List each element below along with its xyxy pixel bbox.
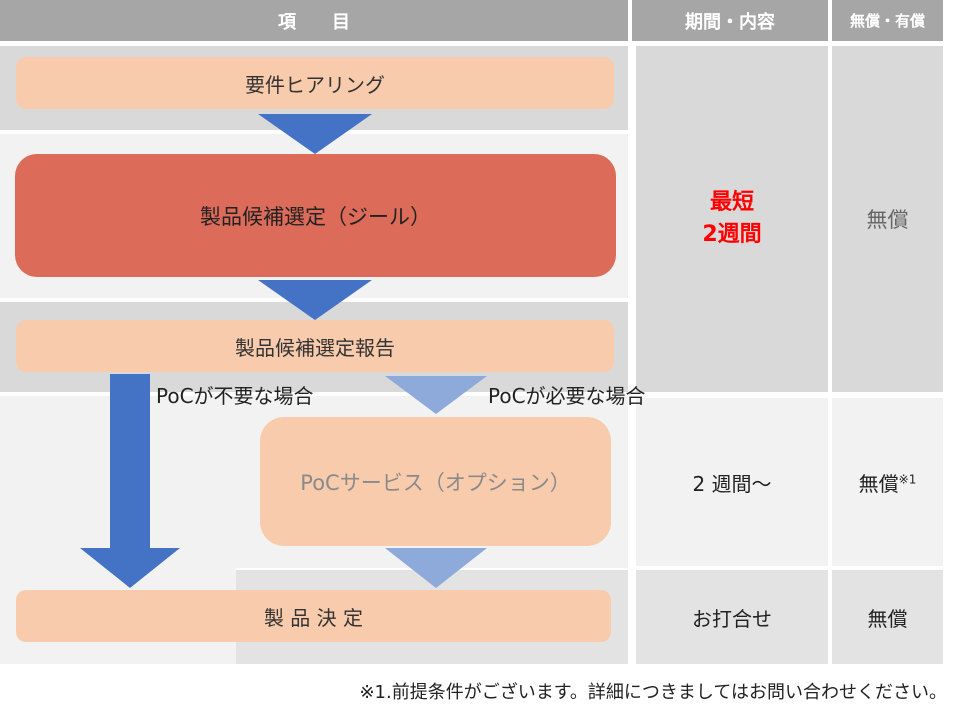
step-hearing: 要件ヒアリング (16, 57, 614, 109)
step-selection: 製品候補選定（ジール） (15, 154, 616, 277)
period-cell-selection: 最短 2週間 (636, 46, 828, 392)
step-report: 製品候補選定報告 (16, 320, 614, 372)
period-decision: お打合せ (692, 606, 772, 631)
fee-poc: 無償 (858, 471, 899, 496)
period-selection-line2: 2週間 (702, 222, 762, 247)
fee-poc-note: ※1 (898, 471, 917, 486)
arrow-no-poc-down (80, 374, 180, 588)
step-poc: PoCサービス（オプション） (260, 417, 611, 546)
step-selection-label: 製品候補選定（ジール） (200, 204, 431, 229)
arrow-poc-to-decision (385, 548, 487, 588)
period-cell-poc: 2 週間〜 (636, 398, 828, 566)
fee-cell-decision: 無償 (832, 570, 943, 664)
header-period-label: 期間・内容 (685, 11, 775, 33)
fee-cell-poc: 無償※1 (832, 398, 943, 566)
fee-cell-selection: 無償 (832, 46, 943, 392)
step-decision: 製 品 決 定 (16, 590, 611, 642)
branch-label-no-poc: PoCが不要な場合 (156, 384, 314, 408)
period-poc: 2 週間〜 (692, 471, 772, 496)
step-poc-label: PoCサービス（オプション） (300, 470, 571, 495)
branch-label-need-poc: PoCが必要な場合 (488, 384, 646, 408)
header-period: 期間・内容 (632, 0, 828, 41)
header-item: 項 目 (0, 0, 628, 41)
header-item-label: 項 目 (278, 11, 350, 33)
fee-selection: 無償 (866, 208, 909, 232)
header-fee: 無償・有償 (832, 0, 943, 41)
step-report-label: 製品候補選定報告 (235, 335, 395, 360)
step-decision-label: 製 品 決 定 (263, 605, 364, 630)
footnote: ※1.前提条件がございます。詳細につきましてはお問い合わせください。 (359, 682, 947, 703)
period-selection-line1: 最短 (709, 190, 754, 215)
fee-decision: 無償 (867, 606, 908, 631)
arrow-selection-to-report (258, 280, 372, 320)
period-cell-decision: お打合せ (636, 570, 828, 664)
arrow-hearing-to-selection (258, 114, 372, 154)
arrow-report-to-poc (385, 376, 487, 414)
step-hearing-label: 要件ヒアリング (245, 72, 385, 97)
header-fee-label: 無償・有償 (849, 12, 925, 30)
